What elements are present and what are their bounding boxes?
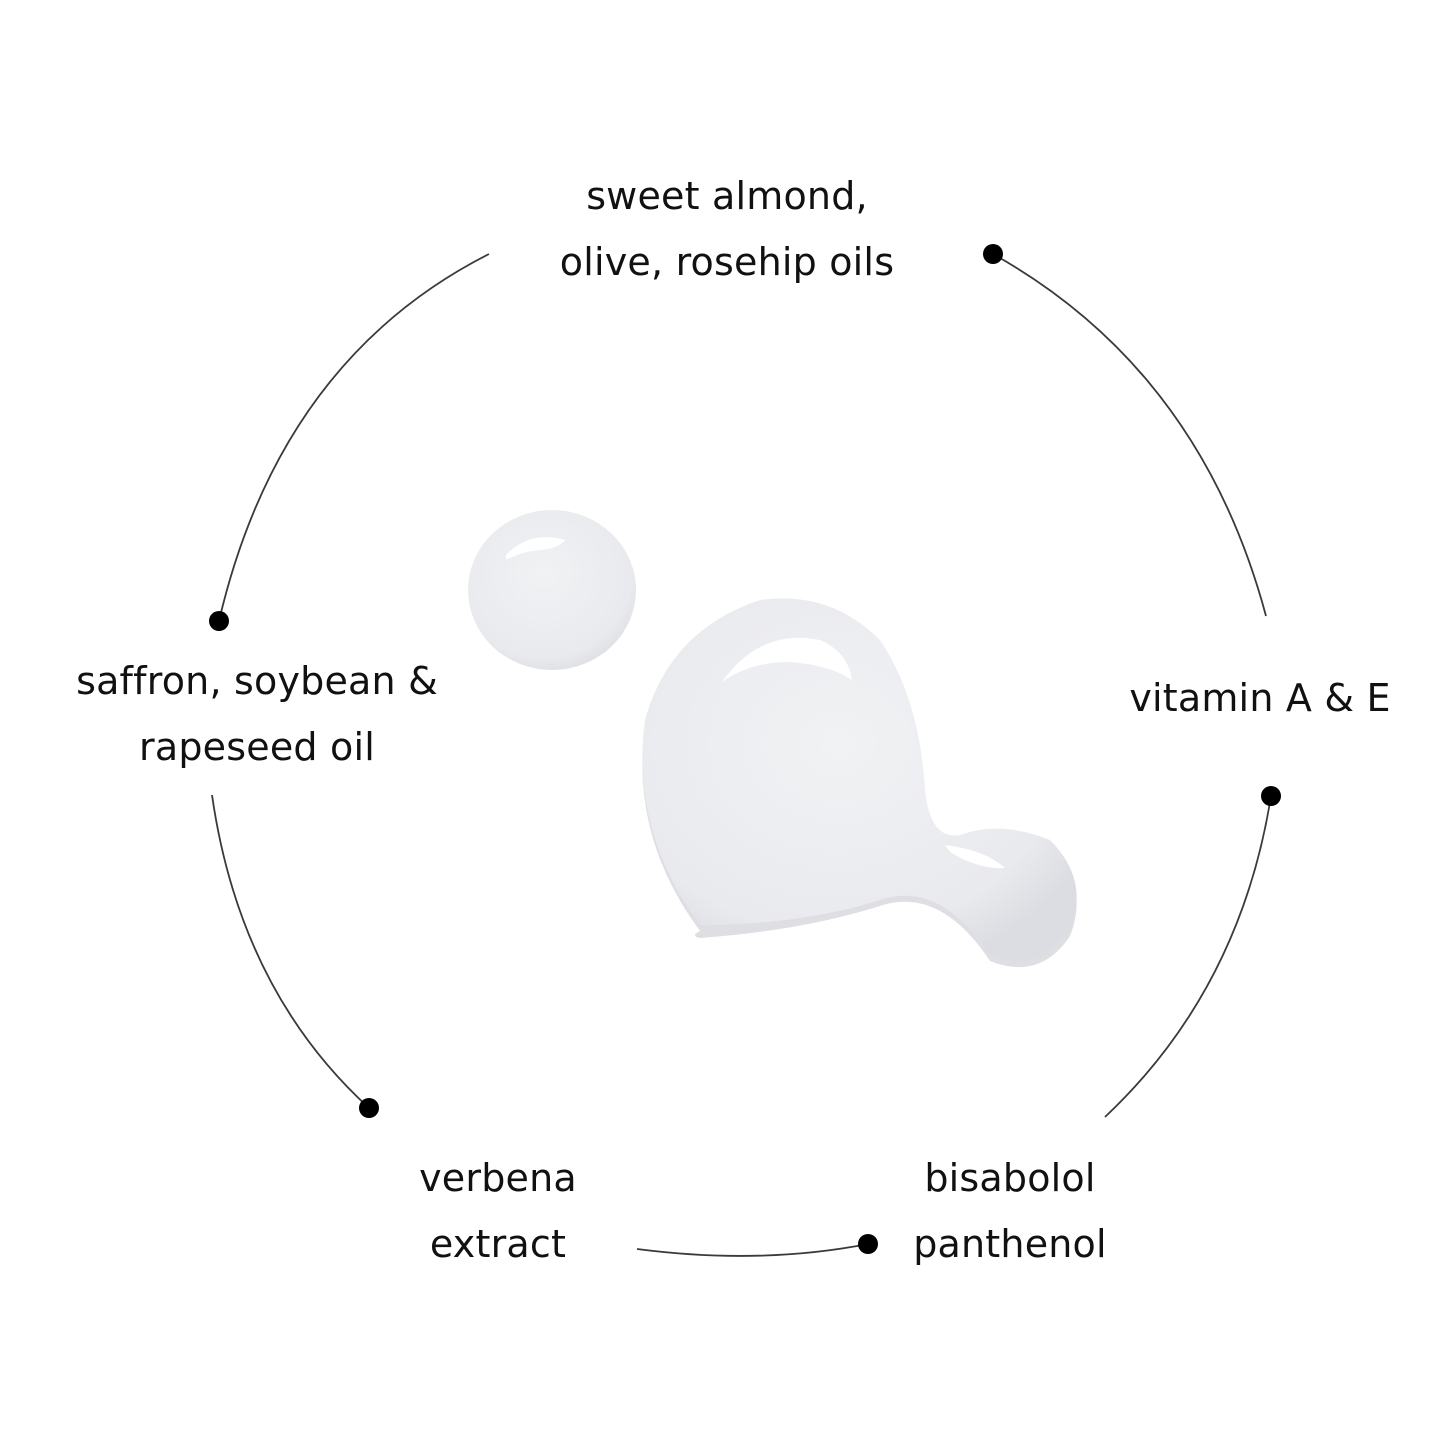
arc-top-right: [992, 253, 1267, 617]
ingredient-vitamins: vitamin A & E: [1110, 665, 1410, 731]
ingredient-saffron: saffron, soybean & rapeseed oil: [42, 648, 472, 780]
dot-left-bottom: [359, 1098, 379, 1118]
ingredient-saffron-line1: saffron, soybean &: [76, 659, 438, 703]
dot-left: [209, 611, 229, 631]
ingredient-verbena-line2: extract: [429, 1222, 567, 1266]
arc-bottom: [636, 1243, 869, 1257]
ingredient-verbena: verbena extract: [378, 1145, 618, 1277]
ingredient-vitamins-line1: vitamin A & E: [1129, 676, 1391, 720]
ingredient-oils: sweet almond, olive, rosehip oils: [527, 163, 927, 295]
dot-bottom: [858, 1234, 878, 1254]
connector-dots: [209, 244, 1281, 1254]
ingredient-saffron-line2: rapeseed oil: [139, 725, 375, 769]
ingredient-bisabolol: bisabolol panthenol: [880, 1145, 1140, 1277]
arc-left-bottom: [211, 794, 370, 1109]
connector-arcs: [211, 253, 1272, 1257]
ingredient-bisabolol-line1: bisabolol: [924, 1156, 1096, 1200]
dot-top-right: [983, 244, 1003, 264]
small-droplet-image: [468, 510, 636, 670]
ingredient-bisabolol-line2: panthenol: [913, 1222, 1107, 1266]
large-droplet-image: [642, 598, 1077, 968]
ingredient-oils-line1: sweet almond,: [586, 174, 868, 218]
dot-right: [1261, 786, 1281, 806]
ingredient-oils-line2: olive, rosehip oils: [559, 240, 895, 284]
arc-left-top: [218, 253, 490, 622]
arc-right-bottom: [1104, 795, 1272, 1118]
ingredient-verbena-line1: verbena: [419, 1156, 577, 1200]
